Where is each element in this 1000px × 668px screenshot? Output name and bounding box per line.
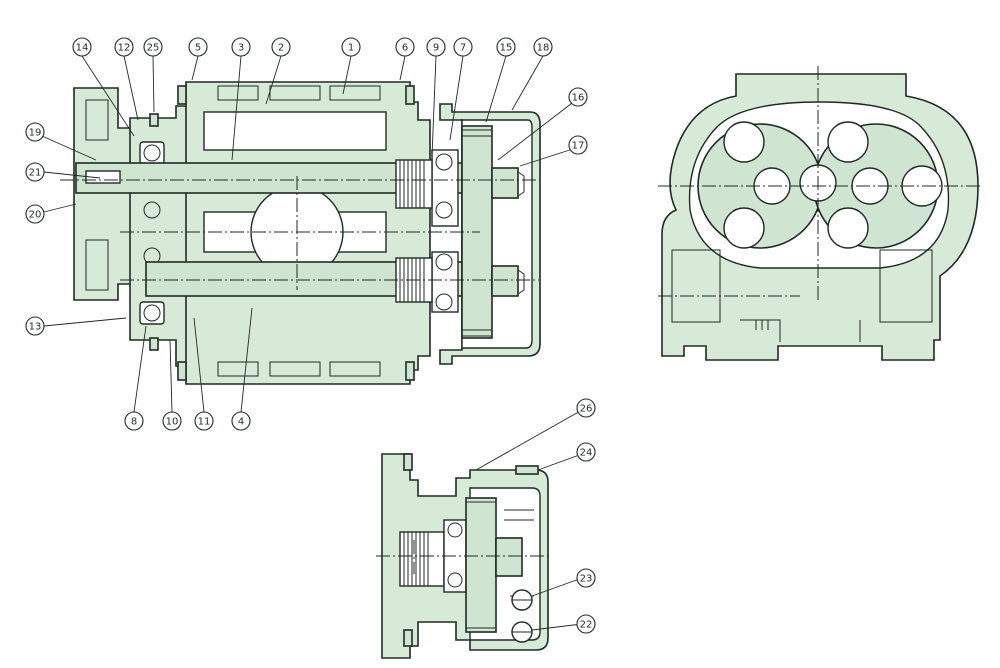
callout-number: 13 bbox=[29, 322, 42, 333]
callout-5: 5 bbox=[188, 37, 208, 57]
callout-12: 12 bbox=[114, 37, 134, 57]
callout-circle bbox=[114, 37, 134, 57]
callout-number: 23 bbox=[580, 574, 593, 585]
callout-13: 13 bbox=[25, 316, 45, 336]
callout-18: 18 bbox=[533, 37, 553, 57]
callout-circle bbox=[453, 37, 473, 57]
callout-8: 8 bbox=[124, 411, 144, 431]
callout-circle bbox=[576, 398, 596, 418]
callout-16: 16 bbox=[568, 87, 588, 107]
callout-circle bbox=[25, 204, 45, 224]
callout-number: 18 bbox=[537, 43, 550, 54]
callout-circle bbox=[568, 135, 588, 155]
callout-circle bbox=[143, 37, 163, 57]
callout-circle bbox=[72, 37, 92, 57]
callout-circle bbox=[188, 37, 208, 57]
shaft-nut-upper bbox=[491, 167, 519, 199]
callout-circle bbox=[568, 87, 588, 107]
callout-number: 6 bbox=[402, 43, 408, 54]
callout-21: 21 bbox=[25, 162, 45, 182]
callout-19: 19 bbox=[25, 122, 45, 142]
callout-number: 9 bbox=[433, 43, 439, 54]
leader-lines bbox=[41, 55, 583, 631]
callout-circle bbox=[576, 568, 596, 588]
callout-circle bbox=[496, 37, 516, 57]
callout-25: 25 bbox=[143, 37, 163, 57]
callout-circle bbox=[395, 37, 415, 57]
detail-view bbox=[376, 453, 550, 659]
callout-number: 1 bbox=[348, 43, 354, 54]
callout-10: 10 bbox=[162, 411, 182, 431]
callout-3: 3 bbox=[231, 37, 251, 57]
callout-number: 14 bbox=[76, 43, 89, 54]
callout-number: 10 bbox=[166, 417, 179, 428]
callout-7: 7 bbox=[453, 37, 473, 57]
callout-number: 17 bbox=[572, 141, 585, 152]
callout-number: 7 bbox=[460, 43, 466, 54]
callout-circle bbox=[533, 37, 553, 57]
callout-26: 26 bbox=[576, 398, 596, 418]
callout-number: 21 bbox=[29, 168, 42, 179]
callout-11: 11 bbox=[194, 411, 214, 431]
sectional-view bbox=[60, 81, 541, 385]
callout-9: 9 bbox=[426, 37, 446, 57]
callout-circle bbox=[426, 37, 446, 57]
callout-circle bbox=[271, 37, 291, 57]
callout-number: 8 bbox=[131, 417, 137, 428]
callout-circle bbox=[231, 411, 251, 431]
callout-circle bbox=[576, 614, 596, 634]
callout-15: 15 bbox=[496, 37, 516, 57]
callout-number: 20 bbox=[29, 210, 42, 221]
callout-number: 25 bbox=[147, 43, 160, 54]
seal-spring-upper bbox=[395, 159, 433, 209]
callout-number: 16 bbox=[572, 93, 585, 104]
callout-circle bbox=[124, 411, 144, 431]
callout-circle bbox=[576, 442, 596, 462]
detail-shaft-nut bbox=[495, 537, 523, 577]
callout-number: 4 bbox=[238, 417, 244, 428]
callout-circle bbox=[194, 411, 214, 431]
callout-number: 22 bbox=[580, 620, 593, 631]
callout-number: 19 bbox=[29, 128, 42, 139]
callout-4: 4 bbox=[231, 411, 251, 431]
callout-23: 23 bbox=[576, 568, 596, 588]
shaft-nut-lower bbox=[491, 265, 519, 297]
callout-circle bbox=[341, 37, 361, 57]
callout-14: 14 bbox=[72, 37, 92, 57]
callout-1: 1 bbox=[341, 37, 361, 57]
callout-number: 26 bbox=[580, 404, 593, 415]
callout-number: 3 bbox=[238, 43, 244, 54]
callout-17: 17 bbox=[568, 135, 588, 155]
callout-6: 6 bbox=[395, 37, 415, 57]
callout-number: 2 bbox=[278, 43, 284, 54]
callout-circle bbox=[25, 162, 45, 182]
end-view bbox=[658, 66, 980, 361]
callout-circle bbox=[25, 316, 45, 336]
callout-2: 2 bbox=[271, 37, 291, 57]
callout-number: 15 bbox=[500, 43, 513, 54]
callout-number: 12 bbox=[118, 43, 131, 54]
callout-number: 24 bbox=[580, 448, 593, 459]
callout-24: 24 bbox=[576, 442, 596, 462]
callout-circle bbox=[162, 411, 182, 431]
callout-22: 22 bbox=[576, 614, 596, 634]
callout-number: 11 bbox=[198, 417, 211, 428]
callout-number: 5 bbox=[195, 43, 201, 54]
callout-circle bbox=[25, 122, 45, 142]
callout-circle bbox=[231, 37, 251, 57]
callout-20: 20 bbox=[25, 204, 45, 224]
